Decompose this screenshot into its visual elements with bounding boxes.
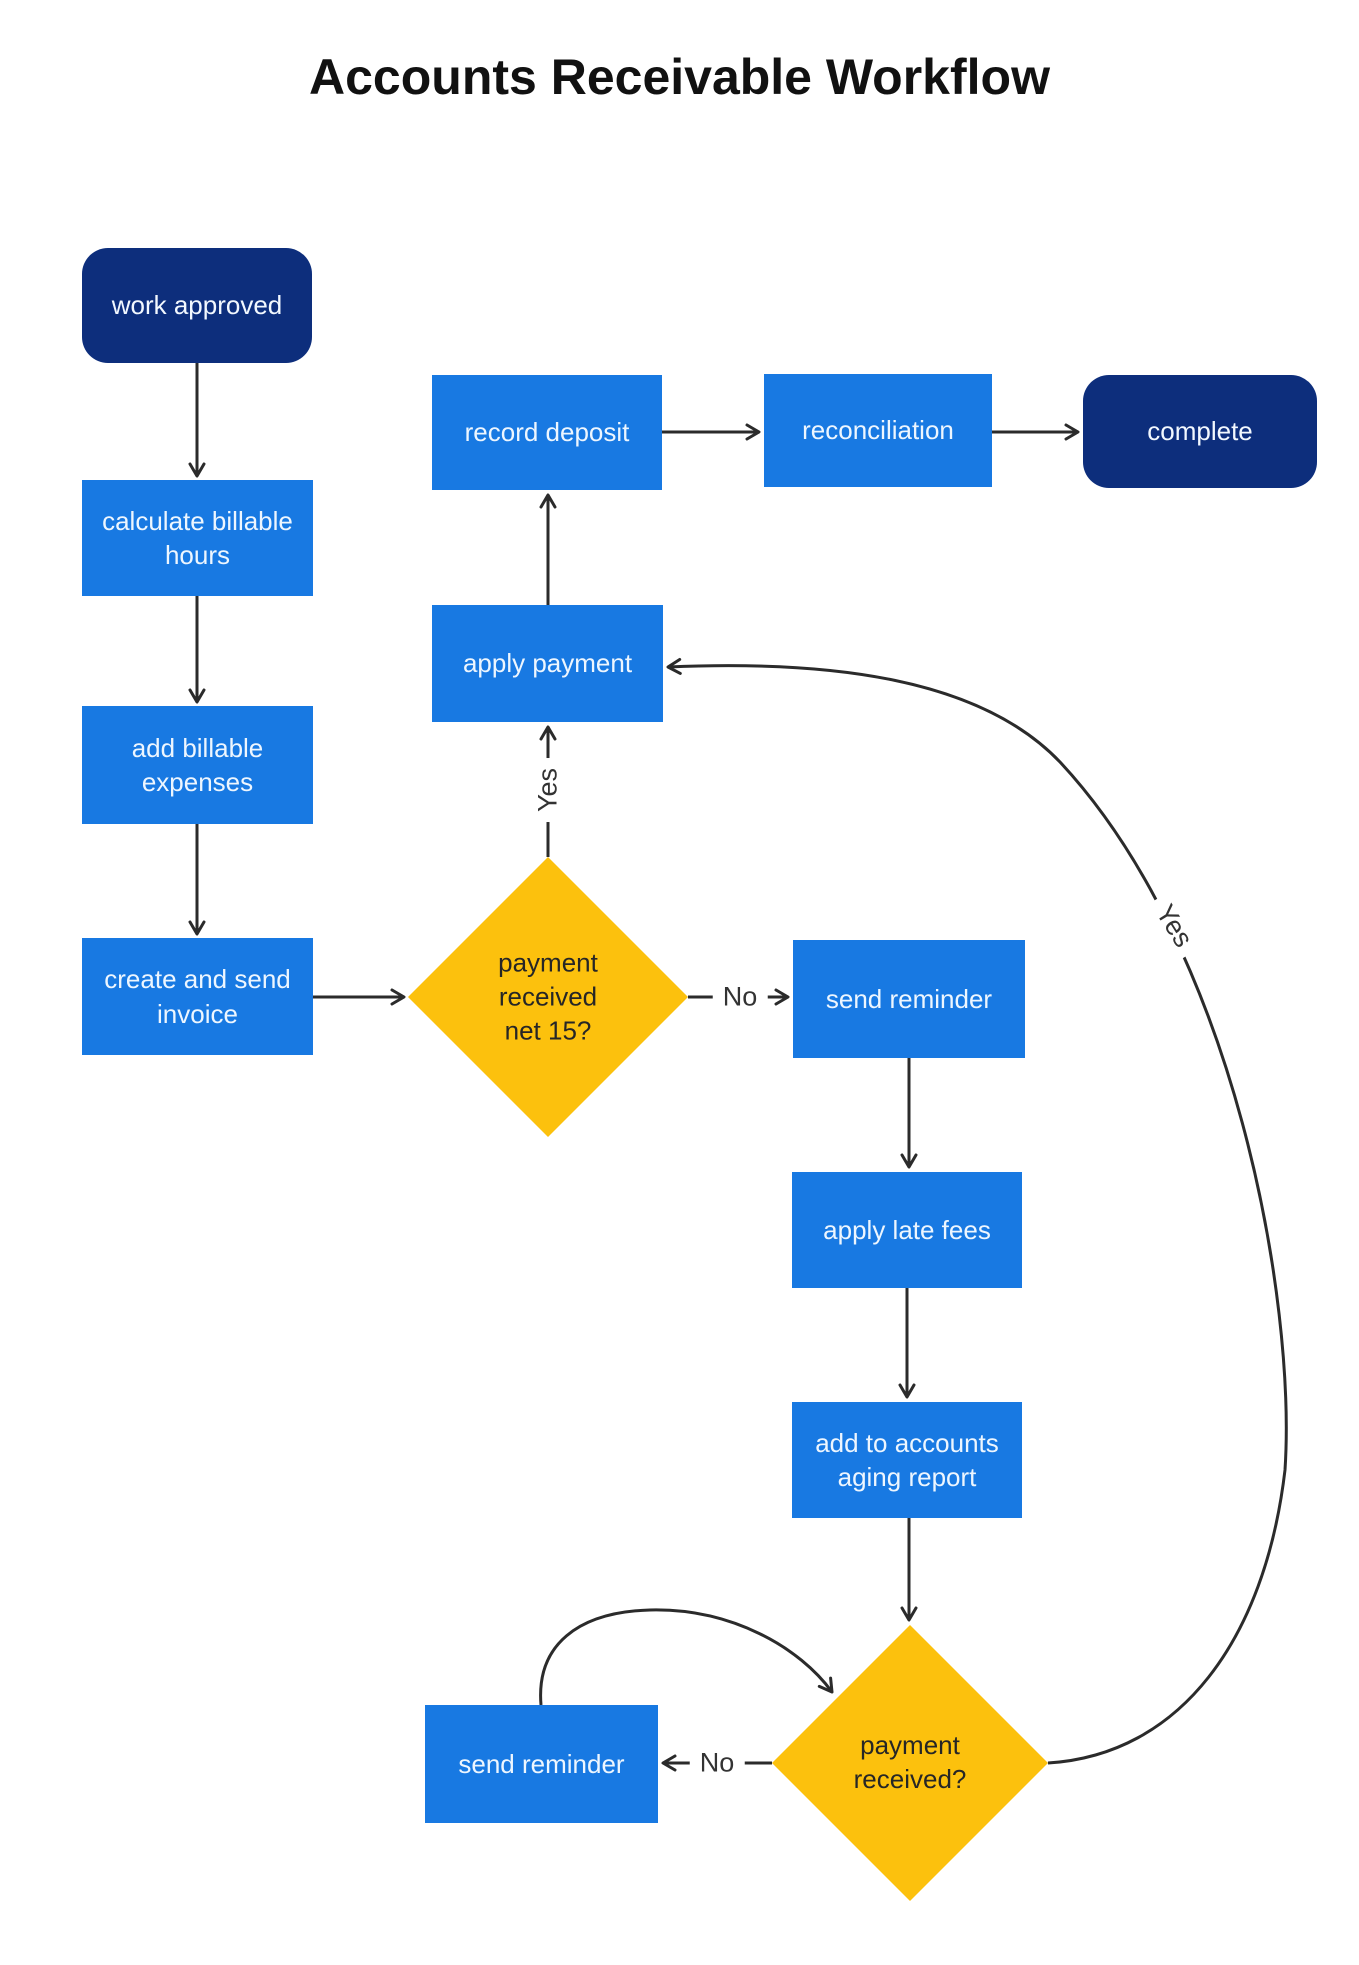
node-add-to-accounts-aging-report[interactable]: add to accounts aging report [792,1402,1022,1518]
node-label: record deposit [464,417,630,448]
node-apply-late-fees[interactable]: apply late fees [792,1172,1022,1288]
decision-payment-received-net-15[interactable] [408,857,688,1137]
node-record-deposit[interactable]: record deposit [432,375,662,490]
edge-label-no-net15: No [712,980,768,1014]
node-send-reminder-1[interactable]: send reminder [793,940,1025,1058]
node-label: create and send invoice [104,964,291,1029]
node-add-billable-expenses[interactable]: add billable expenses [82,706,313,824]
node-label: apply payment [462,648,633,679]
node-label: complete [1147,416,1253,447]
node-work-approved[interactable]: work approved [82,248,312,363]
node-label: add to accounts aging report [815,1427,999,1492]
diagram-title: Accounts Receivable Workflow [309,49,1050,105]
node-label: work approved [111,290,283,321]
edge-send-reminder-2-loop-to-payment-decision [539,1608,834,1706]
node-apply-payment[interactable]: apply payment [432,605,663,722]
node-label: calculate billable hours [102,505,293,570]
node-label: reconciliation [802,415,954,446]
node-calculate-billable-hours[interactable]: calculate billable hours [82,480,313,596]
node-send-reminder-2[interactable]: send reminder [425,1705,658,1823]
edge-payment-yes-to-apply-payment [666,657,1288,1765]
decision-payment-received[interactable] [772,1625,1048,1901]
node-label: apply late fees [823,1214,991,1245]
node-create-and-send-invoice[interactable]: create and send invoice [82,938,313,1055]
node-reconciliation[interactable]: reconciliation [764,374,992,487]
node-label: send reminder [458,1748,625,1779]
node-complete[interactable]: complete [1083,375,1317,488]
decision-label-payment-received: payment received? [853,1730,967,1794]
decision-label-payment-received-net-15: payment received net 15? [498,947,598,1045]
node-label: send reminder [825,983,993,1014]
edge-label-no-payment: No [689,1746,745,1780]
edge-label-yes-net15: Yes [531,757,565,823]
node-label: add billable expenses [131,732,264,797]
